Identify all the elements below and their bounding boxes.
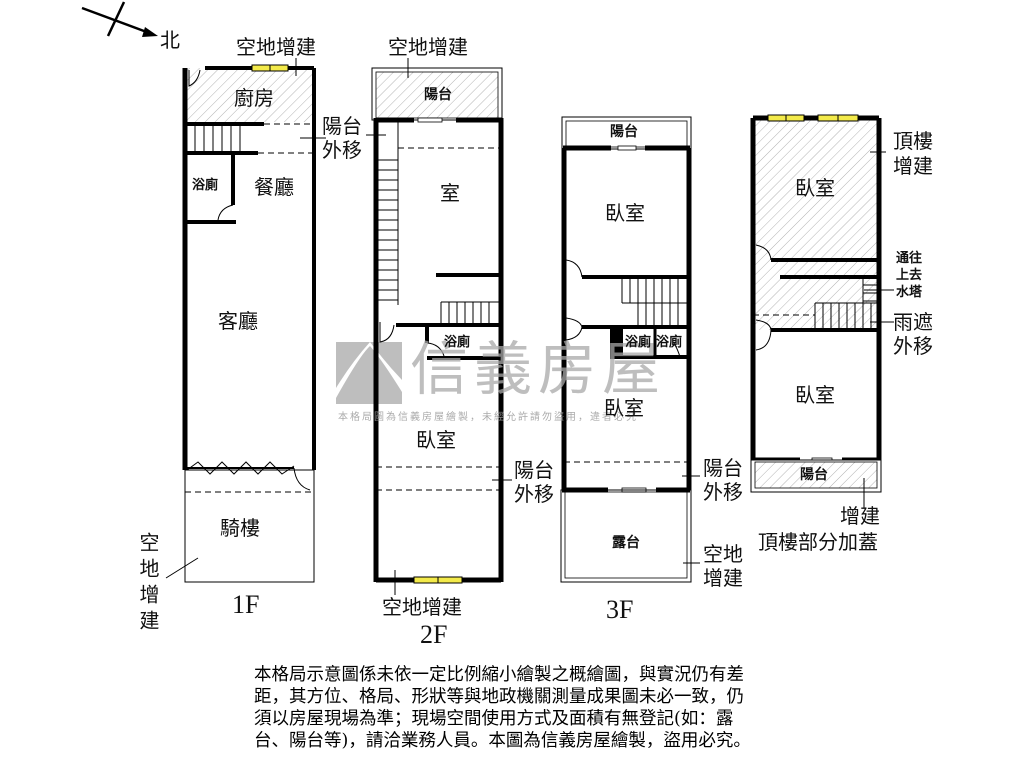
- roof-bedroom-bottom-label: 臥室: [795, 383, 835, 407]
- 1f-bath-label: 浴廁: [192, 178, 219, 193]
- watermark-logo: [336, 342, 402, 404]
- 3f-extension-label: 空地增建: [703, 542, 743, 590]
- roof-extension-bottom-label: 增建: [840, 504, 880, 528]
- 1f-arcade-label: 騎樓: [220, 516, 260, 540]
- 1f-floor-label: 1F: [232, 590, 260, 619]
- north-label: 北: [160, 28, 180, 52]
- 3f-bedroom-bottom-label: 臥室: [604, 396, 644, 420]
- roof-water-tower-label: 通往上去水塔: [896, 251, 923, 300]
- 1f-top-extension-label: 空地增建: [236, 35, 316, 59]
- 3f-bath-1-label: 浴廁: [625, 335, 652, 350]
- 2f-bottom-extension-label: 空地增建: [382, 595, 462, 619]
- 1f-living-label: 客廳: [218, 309, 258, 333]
- roof-bedroom-top-label: 臥室: [795, 176, 835, 200]
- disclaimer-line: 本格局示意圖係未依一定比例縮小繪製之概繪圖，與實況仍有差: [254, 665, 744, 685]
- roof-balcony-label: 陽台: [800, 467, 828, 483]
- disclaimer-line: 須以房屋現場為準；現場空間使用方式及面積有無登記(如：露: [254, 709, 734, 729]
- floor-2f-plan: [366, 58, 512, 595]
- 1f-kitchen-label: 廚房: [234, 86, 274, 110]
- roof-extension-label: 頂樓增建: [893, 129, 933, 178]
- 3f-balcony-moved-label: 陽台外移: [703, 456, 743, 504]
- 2f-room-label: 室: [440, 181, 460, 205]
- 2f-top-extension-label: 空地增建: [388, 35, 468, 59]
- 1f-balcony-moved-label: 陽台外移: [322, 114, 362, 162]
- watermark-brand: 信義房屋: [410, 335, 667, 403]
- disclaimer-line: 台、陽台等)，請洽業務人員。本圖為信義房屋繪製，盜用必究。: [254, 731, 751, 751]
- roof-floor-label: 頂樓部分加蓋: [758, 530, 878, 554]
- floor-1f-plan: [165, 58, 326, 583]
- 1f-dining-label: 餐廳: [254, 175, 294, 199]
- 1f-side-extension-label: 空地增建: [136, 532, 160, 636]
- 2f-bedroom-label: 臥室: [416, 428, 456, 452]
- disclaimer-line: 距，其方位、格局、形狀等與地政機關測量成果圖未必一致，仍: [254, 687, 744, 707]
- 3f-bedroom-top-label: 臥室: [605, 201, 645, 225]
- 3f-balcony-label: 陽台: [610, 124, 638, 140]
- north-arrow-icon: [81, 1, 158, 37]
- watermark-notice: 本格局圖為信義房屋繪製，未經允許請勿盜用，違者必究: [338, 412, 638, 423]
- 3f-floor-label: 3F: [606, 595, 634, 624]
- 3f-bath-2-label: 浴廁: [656, 335, 683, 350]
- floor-roof-plan: [750, 114, 894, 508]
- 2f-balcony-label: 陽台: [424, 87, 452, 103]
- 2f-floor-label: 2F: [420, 620, 448, 649]
- 3f-terrace-label: 露台: [612, 535, 640, 551]
- 2f-bath-label: 浴廁: [444, 335, 471, 350]
- 2f-balcony-moved-bottom-label: 陽台外移: [514, 458, 554, 506]
- roof-canopy-moved-label: 雨遮外移: [893, 310, 933, 358]
- floor-3f-plan: [560, 116, 700, 583]
- disclaimer: 本格局示意圖係未依一定比例縮小繪製之概繪圖，與實況仍有差 距，其方位、格局、形狀…: [254, 664, 834, 752]
